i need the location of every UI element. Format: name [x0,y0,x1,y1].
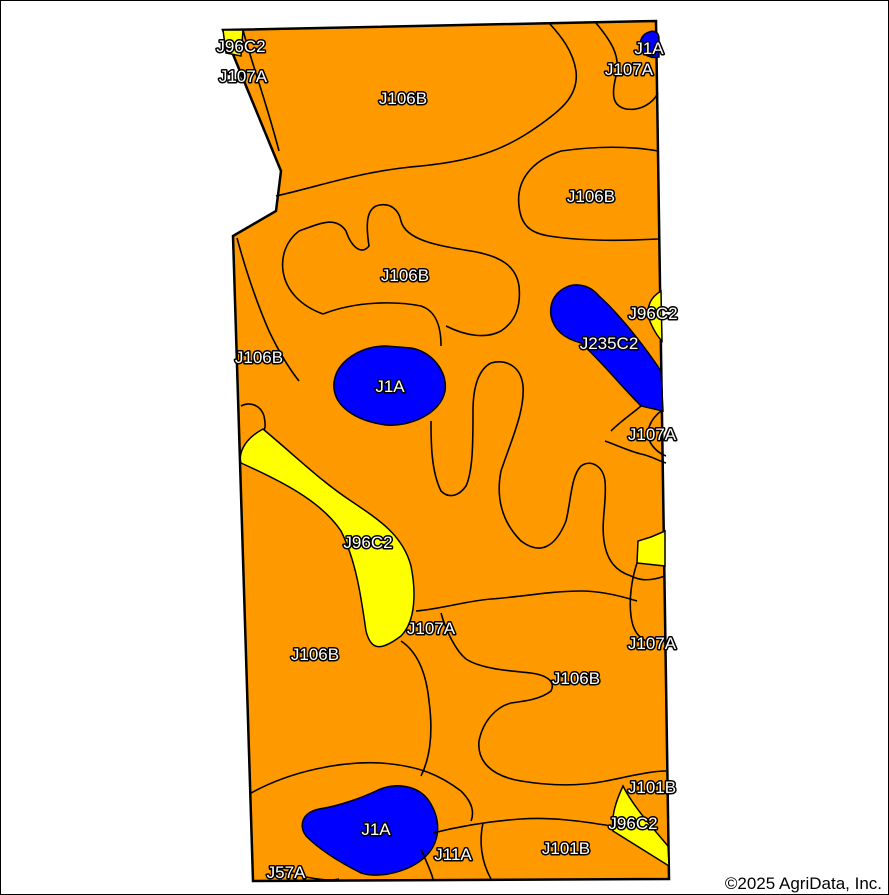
label-j106b-lower-left[interactable]: J106B [289,644,340,666]
soil-polygon-j96c2-right-lower[interactable] [636,529,666,567]
label-j11a[interactable]: J11A [433,844,474,866]
copyright-notice: ©2025 AgriData, Inc. [722,874,884,894]
soil-polygon-j235c2[interactable] [549,284,664,412]
label-j106b-left[interactable]: J106B [233,347,284,369]
label-j107a-topright[interactable]: J107A [603,59,655,81]
label-j96c2-topleft[interactable]: J96C2 [215,36,267,58]
label-j235c2[interactable]: J235C2 [578,333,640,355]
label-j106b-right-upper[interactable]: J106B [565,186,616,208]
soil-polygon-j96c2-bottomright[interactable] [611,784,670,868]
soil-polygon-j96c2-right-upper[interactable] [647,289,663,343]
soil-polygon-j1a-bottom[interactable] [301,785,439,876]
label-j107a-mid[interactable]: J107A [405,618,457,640]
label-j96c2-right[interactable]: J96C2 [627,303,679,325]
soil-polygon-j96c2-topleft[interactable] [222,29,244,57]
label-j57a[interactable]: J57A [265,862,307,884]
label-j107a-right-low[interactable]: J107A [626,633,678,655]
map-labels: J96C2 J107A J106B J1A J107A J106B J106B … [215,36,679,884]
soil-boundaries [236,22,667,881]
label-j101b-right[interactable]: J101B [626,777,677,799]
label-j107a-right-mid[interactable]: J107A [626,424,678,446]
label-j1a-topright[interactable]: J1A [633,38,666,60]
soil-polygon-j96c2-middle[interactable] [239,428,415,648]
label-j107a-topleft[interactable]: J107A [217,66,269,88]
field-boundary [221,19,671,883]
soil-polygon-j1a-topright[interactable] [639,30,660,59]
label-j96c2-mid[interactable]: J96C2 [342,532,394,554]
label-j106b-lower-right[interactable]: J106B [550,668,601,690]
label-j96c2-bottomright[interactable]: J96C2 [607,813,659,835]
label-j1a-bottom[interactable]: J1A [360,819,393,841]
label-j106b-center[interactable]: J106B [379,265,430,287]
label-j101b-bottom[interactable]: J101B [540,838,591,860]
label-j106b-top[interactable]: J106B [377,88,428,110]
soil-polygon-j1a-center[interactable] [333,345,447,426]
label-j1a-center[interactable]: J1A [374,376,407,398]
